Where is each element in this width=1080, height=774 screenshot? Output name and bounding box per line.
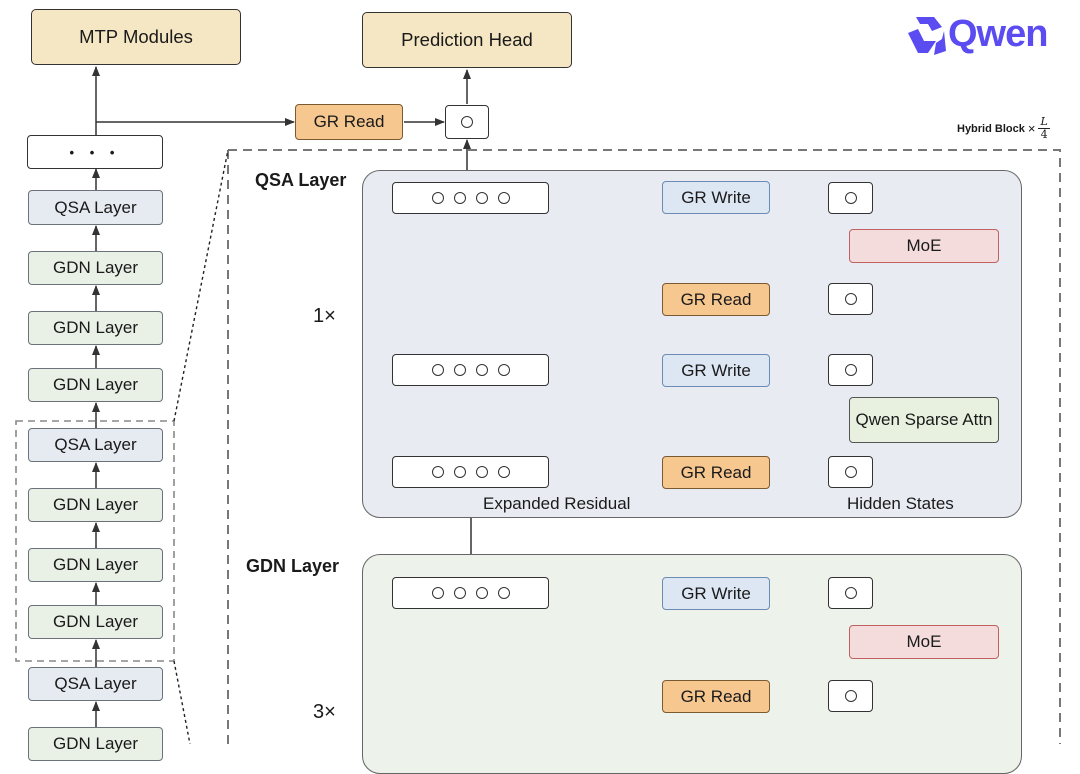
circle-icon xyxy=(431,364,444,376)
circle-icon xyxy=(475,587,488,599)
circle-icon xyxy=(844,192,857,204)
circle-icon xyxy=(497,192,510,204)
circle-icon xyxy=(453,192,466,204)
stack-ellipsis-box: • • • xyxy=(27,135,163,169)
hidden-state-cell xyxy=(828,577,873,609)
residual-stream-cells xyxy=(392,182,549,214)
gr-read-box: GR Read xyxy=(662,456,770,489)
residual-stream-cells xyxy=(392,577,549,609)
circle-icon xyxy=(844,293,857,305)
circle-icon xyxy=(844,466,857,478)
stack-layer-gdn: GDN Layer xyxy=(28,368,163,402)
circle-icon xyxy=(497,587,510,599)
hidden-state-cell xyxy=(828,456,873,488)
circle-icon xyxy=(431,587,444,599)
moe-box: MoE xyxy=(849,229,999,263)
prediction-head-box: Prediction Head xyxy=(362,12,572,68)
qwen-logo-icon xyxy=(908,17,946,55)
circle-icon xyxy=(475,466,488,478)
gr-read-box: GR Read xyxy=(662,283,770,316)
hybrid-fraction: L 4 xyxy=(1038,115,1050,141)
circle-icon xyxy=(497,466,510,478)
circle-icon xyxy=(844,364,857,376)
gr-write-box: GR Write xyxy=(662,181,770,214)
hidden-states-label: Hidden States xyxy=(847,494,954,513)
hidden-state-cell xyxy=(828,182,873,214)
gr-read-box: GR Read xyxy=(662,680,770,713)
circle-icon xyxy=(475,192,488,204)
circle-icon xyxy=(453,466,466,478)
mtp-modules-box: MTP Modules xyxy=(31,9,241,65)
stack-layer-gdn: GDN Layer xyxy=(28,311,163,345)
circle-icon xyxy=(844,690,857,702)
stack-layer-gdn: GDN Layer xyxy=(28,488,163,522)
circle-icon xyxy=(431,192,444,204)
brand-logo-text: Qwen xyxy=(948,13,1048,55)
hybrid-block-label: Hybrid Block × L 4 xyxy=(957,116,1050,141)
residual-stream-cells xyxy=(392,354,549,386)
hybrid-times: × xyxy=(1027,121,1036,136)
circle-icon xyxy=(497,364,510,376)
hidden-state-cell xyxy=(828,680,873,712)
gr-write-box: GR Write xyxy=(662,354,770,387)
moe-box: MoE xyxy=(849,625,999,659)
stack-layer-qsa: QSA Layer xyxy=(28,667,163,701)
circle-icon xyxy=(844,587,857,599)
top-gr-read-box: GR Read xyxy=(295,104,403,140)
gdn-repeat-count: 3× xyxy=(313,701,336,723)
stack-layer-gdn: GDN Layer xyxy=(28,548,163,582)
qwen-sparse-attn-box: Qwen Sparse Attn xyxy=(849,397,999,443)
fraction-numerator: L xyxy=(1038,115,1050,129)
qsa-layer-title: QSA Layer xyxy=(255,170,347,190)
stack-layer-gdn: GDN Layer xyxy=(28,605,163,639)
gr-write-box: GR Write xyxy=(662,577,770,610)
circle-icon xyxy=(475,364,488,376)
fraction-denominator: 4 xyxy=(1040,128,1048,141)
circle-icon xyxy=(431,466,444,478)
hidden-state-cell xyxy=(828,283,873,315)
hidden-state-cell xyxy=(828,354,873,386)
stack-layer-gdn: GDN Layer xyxy=(28,251,163,285)
gdn-layer-title: GDN Layer xyxy=(246,556,340,576)
circle-icon xyxy=(453,364,466,376)
circle-icon xyxy=(453,587,466,599)
residual-stream-cells xyxy=(392,456,549,488)
hybrid-label-text: Hybrid Block xyxy=(957,122,1025,135)
stack-layer-gdn: GDN Layer xyxy=(28,727,163,761)
top-hidden-state-cell xyxy=(445,105,489,139)
expanded-residual-label: Expanded Residual xyxy=(483,494,631,513)
stack-layer-qsa: QSA Layer xyxy=(28,428,163,462)
qsa-repeat-count: 1× xyxy=(313,305,336,327)
stack-layer-qsa: QSA Layer xyxy=(28,190,163,225)
circle-icon xyxy=(461,116,473,128)
